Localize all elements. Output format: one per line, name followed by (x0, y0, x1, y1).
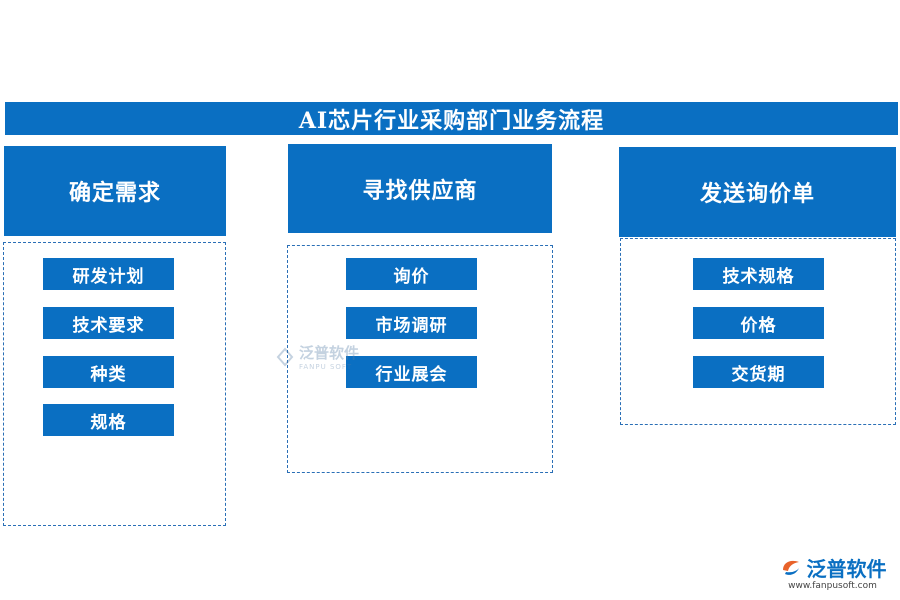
item-1-1: 研发计划 (43, 258, 174, 290)
item-1-3: 种类 (43, 356, 174, 388)
watermark-logo-icon (276, 346, 294, 367)
watermark: 泛普软件 FANPU SOFT (275, 342, 359, 371)
column-box-3 (620, 238, 896, 425)
item-1-4: 规格 (43, 404, 174, 436)
column-box-2 (287, 245, 553, 473)
item-2-2: 市场调研 (346, 307, 477, 339)
page-title: AI芯片行业采购部门业务流程 (5, 102, 898, 135)
watermark-subtext: FANPU SOFT (299, 363, 353, 371)
brand-logo-icon (782, 560, 799, 575)
item-3-3: 交货期 (693, 356, 824, 388)
brand-url: www.fanpusoft.com (788, 581, 877, 591)
column-header-1: 确定需求 (4, 146, 226, 236)
watermark-text: 泛普软件 (299, 344, 360, 362)
column-header-2: 寻找供应商 (288, 144, 552, 233)
item-2-1: 询价 (346, 258, 477, 290)
column-box-1 (3, 242, 226, 526)
item-3-1: 技术规格 (693, 258, 824, 290)
brand-logo-text: 泛普软件 (806, 557, 887, 581)
item-2-3: 行业展会 (346, 356, 477, 388)
item-1-2: 技术要求 (43, 307, 174, 339)
column-header-3: 发送询价单 (619, 147, 896, 237)
brand-logo: 泛普软件 www.fanpusoft.com (770, 553, 895, 591)
item-3-2: 价格 (693, 307, 824, 339)
